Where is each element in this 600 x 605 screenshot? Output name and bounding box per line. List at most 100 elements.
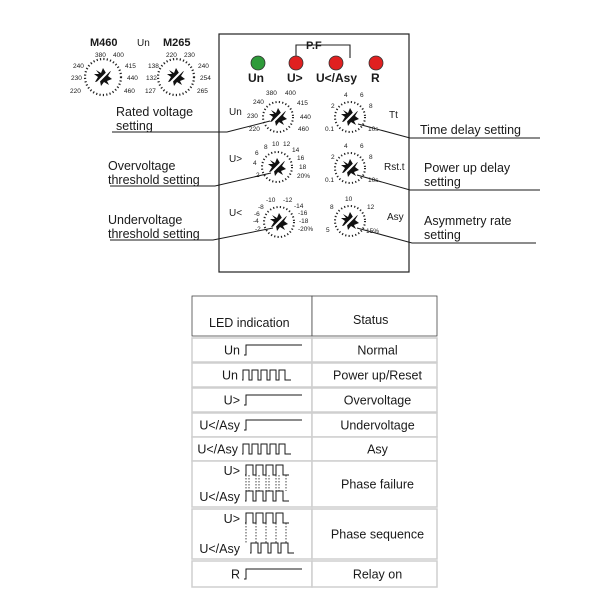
led-indicator-label: U</Asy [199,419,240,433]
undervoltage-label-1: Undervoltage [108,213,182,227]
status-text: Normal [357,344,397,358]
status-text: Overvoltage [344,394,411,408]
un-knob-label: Un [229,107,242,118]
led-u-under-asy-label: U</Asy [316,71,357,85]
un-tick-440: 440 [300,114,311,121]
uunder-tick-20: -20% [298,226,313,233]
power-up-leader [356,174,540,191]
led-waveform [244,419,302,431]
uover-tick-4: 4 [253,160,257,167]
u-over-knob-label: U> [229,154,242,165]
variant-knobs: M460 Un M265 380 400 415 440 460 220 230… [70,37,211,97]
u-under-knob-label: U< [229,208,242,219]
uover-tick-20: 20% [297,173,310,180]
table-row: U> Overvoltage [191,387,438,413]
m460-tick-240: 240 [73,63,84,70]
overvoltage-label-2: threshold setting [108,173,200,187]
m460-tick-415: 415 [125,63,136,70]
status-text: Relay on [353,568,402,582]
m460-tick-440: 440 [127,75,138,82]
led-u-over [288,55,304,71]
m460-tick-460: 460 [124,88,135,95]
rst-tick-6: 6 [360,143,364,150]
power-up-label-1: Power up delay [424,161,511,175]
led-indicator-label: U</Asy [197,443,238,457]
m265-tick-132: 132 [146,75,157,82]
undervoltage-leader [110,227,274,241]
led-un [250,55,266,71]
uunder-tick-10: -10 [266,197,276,204]
uover-tick-10: 10 [272,141,280,148]
overvoltage-label-1: Overvoltage [108,159,175,173]
un-tick-460: 460 [298,126,309,133]
uover-tick-14: 14 [292,147,300,154]
led-waveform [245,512,294,554]
device-panel [218,33,410,273]
led-waveform [242,369,291,381]
tt-tick-8: 8 [369,103,373,110]
un-tick-400: 400 [285,90,296,97]
knob-icon [167,68,185,86]
asy-tick-8: 8 [330,204,334,211]
led-waveform [244,568,302,580]
m265-label: M265 [163,37,191,49]
callout-lines [110,120,540,244]
knob-icon [94,68,112,86]
asymmetry-knob[interactable]: Asy 10 12 8 5 15% [326,196,404,237]
asymmetry-label-2: setting [424,228,461,242]
m265-tick-230: 230 [184,52,195,59]
un-tick-415: 415 [297,100,308,107]
power-up-delay-knob[interactable]: Rst.t 4 6 2 8 0.1 10s [325,143,405,184]
m265-tick-254: 254 [200,75,211,82]
time-delay-knob[interactable]: Tt 4 6 2 8 0.1 10s [325,92,398,133]
led-u-under-asy [328,55,344,71]
m265-tick-220: 220 [166,52,177,59]
led-row: Un U> U</Asy R [248,55,384,85]
rated-voltage-knob[interactable]: Un 240 380 400 415 440 460 230 220 [229,90,311,133]
uover-tick-12: 12 [283,141,291,148]
undervoltage-label-2: threshold setting [108,227,200,241]
un-tick-220: 220 [249,126,260,133]
undervoltage-knob[interactable]: U< -10 -12 -8 -14 -6 -16 -4 -18 -2 -20% [229,197,313,238]
led-waveform [245,464,289,502]
uunder-tick-12: -12 [283,197,293,204]
led-indicator-label: Un [222,369,238,383]
uover-tick-18: 18 [299,164,307,171]
tt-tick-0-1: 0.1 [325,126,334,133]
m460-tick-220: 220 [70,88,81,95]
led-indicator-label: U> [224,394,240,408]
header-led-indication: LED indication [209,316,290,330]
rated-voltage-label-1: Rated voltage [116,105,193,119]
m265-knob[interactable]: 220 230 240 254 265 127 132 138 [145,52,211,97]
status-text: Power up/Reset [333,369,422,383]
uunder-tick-18: -18 [299,218,309,225]
asy-tick-15: 15% [366,228,379,235]
led-un-label: Un [248,71,264,85]
time-delay-label: Time delay setting [420,123,521,137]
led-u-over-label: U> [287,71,303,85]
tt-tick-4: 4 [344,92,348,99]
m460-tick-400: 400 [113,52,124,59]
status-text: Phase sequence [331,528,424,542]
asymmetry-leader [356,227,536,244]
un-tick-240: 240 [253,99,264,106]
rst-tick-10s: 10s [368,177,379,184]
uover-tick-6: 6 [255,150,259,157]
m460-knob[interactable]: 380 400 415 440 460 220 230 240 [70,52,138,97]
un-tick-380: 380 [266,90,277,97]
header-status: Status [353,313,388,327]
pf-label: P.F [306,40,322,52]
led-waveform [244,394,302,406]
m460-tick-230: 230 [71,75,82,82]
overvoltage-knob[interactable]: U> 8 10 12 14 16 6 18 4 2 20% [229,141,310,183]
asy-tick-10: 10 [345,196,353,203]
uover-tick-8: 8 [264,144,268,151]
uover-tick-2: 2 [256,172,260,179]
asy-knob-label: Asy [387,212,404,223]
uunder-tick-4: -4 [253,218,259,225]
